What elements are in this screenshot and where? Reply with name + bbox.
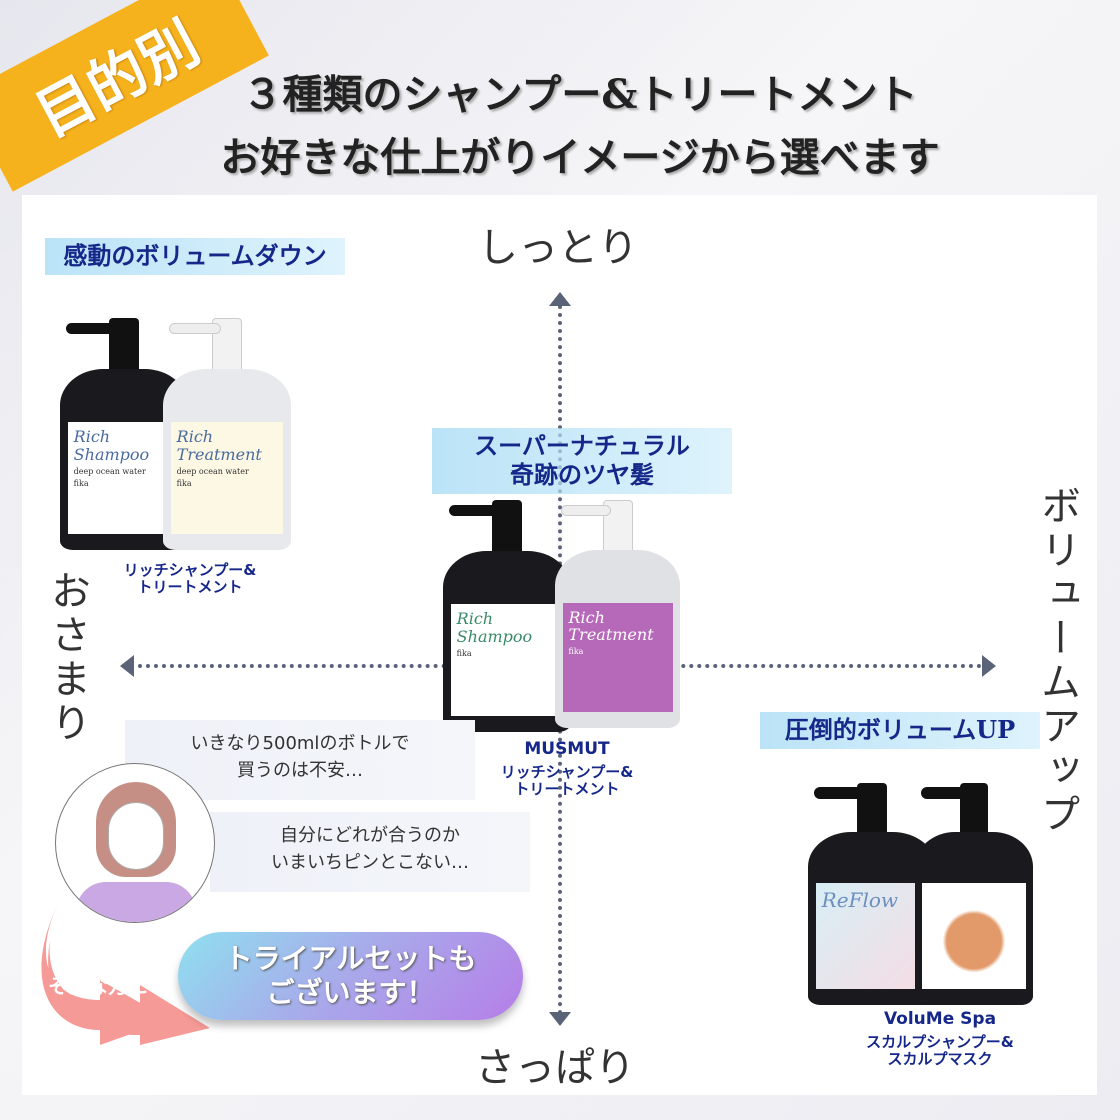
axis-label-refreshing: さっぱり	[475, 1045, 635, 1091]
product-heading: スーパーナチュラル奇跡のツヤ髪	[432, 428, 732, 494]
product-heading: 感動のボリュームダウン	[45, 238, 345, 275]
worry-bubble: 自分にどれが合うのかいまいちピンとこない…	[210, 812, 530, 892]
scalp-mask-bottle[interactable]	[915, 783, 1033, 1005]
headline-line2: お好きな仕上がりイメージから選べます	[220, 134, 940, 181]
trial-set-button[interactable]: トライアルセットもございます！	[178, 932, 523, 1020]
product-caption: リッチシャンプー&トリートメント	[123, 561, 257, 597]
brand-name: VoluMe Spa	[883, 1009, 997, 1029]
axis-label-settled: おさまり	[44, 570, 90, 746]
axis-label-volume-up: ボリュームアップ	[1034, 485, 1080, 837]
worry-bubble: いきなり500mlのボトルで買うのは不安…	[125, 720, 475, 800]
arrow-right-icon	[982, 655, 996, 677]
headline-line1: ３種類のシャンプー&トリートメント	[242, 71, 918, 118]
axis-label-moist: しっとり	[478, 225, 638, 271]
product-caption: スカルプシャンプー&スカルプマスク	[866, 1033, 1014, 1069]
brand-name: MUSMUT	[524, 739, 610, 759]
arrow-left-icon	[120, 655, 134, 677]
shampoo-bottle[interactable]: ReFlow	[808, 783, 936, 1005]
arrow-up-icon	[549, 292, 571, 306]
worried-woman-avatar	[55, 763, 215, 923]
product-heading: 圧倒的ボリュームUP	[760, 712, 1040, 749]
arrow-right-icon	[41, 900, 210, 1045]
product-caption: リッチシャンプー&トリートメント	[500, 763, 634, 799]
arrow-down-icon	[549, 1012, 571, 1026]
arrow-text: そんな方に	[48, 974, 148, 998]
